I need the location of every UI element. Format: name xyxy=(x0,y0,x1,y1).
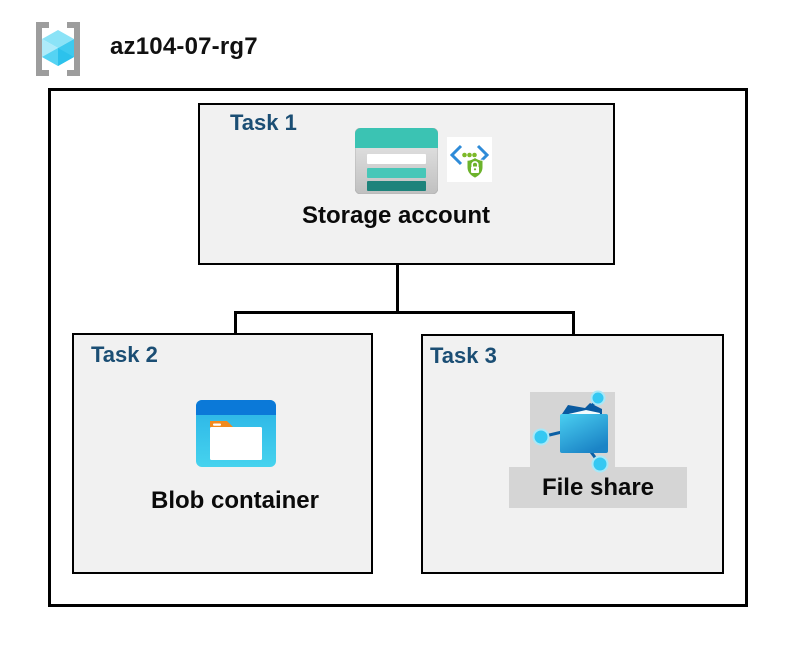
task2-label: Task 2 xyxy=(91,342,158,367)
connector-horizontal xyxy=(234,311,575,314)
file-share-icon xyxy=(532,390,609,473)
task1-label: Task 1 xyxy=(230,110,297,135)
connector-storage-down xyxy=(396,232,399,313)
task3-label: Task 3 xyxy=(430,343,497,368)
blob-container-icon xyxy=(196,400,276,467)
resource-group-name: az104-07-rg7 xyxy=(110,33,258,60)
file-share-label-highlight xyxy=(509,467,687,508)
file-share-label: File share xyxy=(541,474,655,501)
storage-account-label: Storage account xyxy=(301,202,491,229)
resource-group-icon xyxy=(36,22,80,76)
blob-container-label: Blob container xyxy=(150,487,319,514)
sas-secure-access-icon xyxy=(447,137,492,182)
storage-account-icon xyxy=(355,128,438,194)
